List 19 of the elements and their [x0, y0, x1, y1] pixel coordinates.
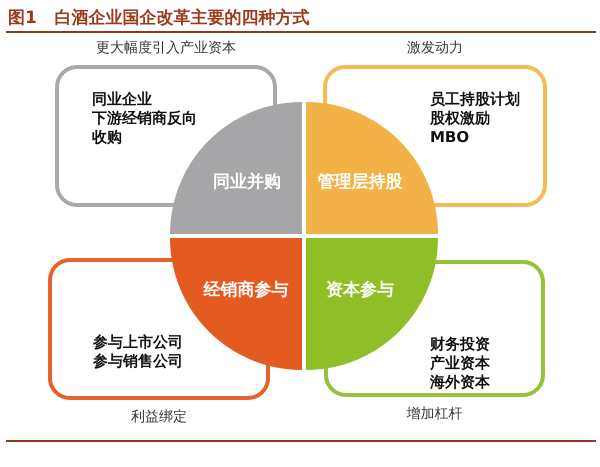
- list-item: 海外资本: [430, 373, 490, 392]
- list-item: 财务投资: [430, 335, 490, 354]
- list-item: 员工持股计划: [430, 90, 520, 109]
- box-heading: 更大幅度引入产业资本: [96, 40, 236, 57]
- list-item: 产业资本: [430, 354, 490, 373]
- list-item: 下游经销商反向收购: [92, 109, 198, 147]
- list-item: 参与上市公司: [93, 333, 183, 352]
- box-heading: 利益绑定: [131, 409, 187, 426]
- box-heading: 增加杠杆: [406, 406, 462, 423]
- list-item: MBO: [430, 128, 470, 147]
- quadrant-label: 经销商参与: [204, 280, 288, 300]
- box-heading: 激发动力: [407, 40, 463, 57]
- list-item: 参与销售公司: [93, 352, 183, 371]
- quadrant-label: 资本参与: [326, 280, 394, 300]
- list-item: 股权激励: [430, 109, 490, 128]
- quadrant-label: 管理层持股: [318, 172, 402, 192]
- figure-title: 图1 白酒企业国企改革主要的四种方式: [8, 7, 310, 29]
- list-item: 同业企业: [92, 90, 152, 109]
- quadrant-label: 同业并购: [213, 172, 281, 192]
